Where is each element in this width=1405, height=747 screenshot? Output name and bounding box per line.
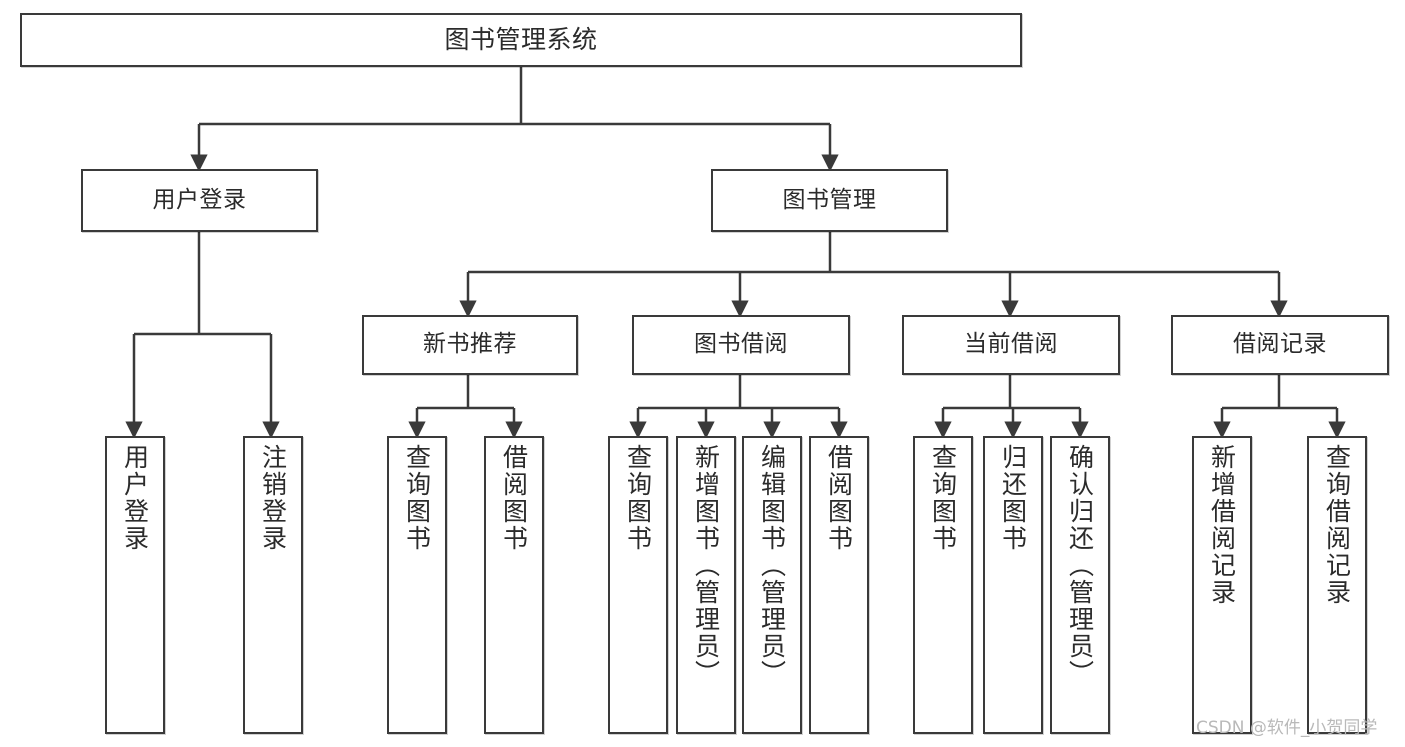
leaf-confirm-return-admin[interactable]: 确认归还（管理员） xyxy=(1050,436,1110,734)
node-label: 图书管理 xyxy=(782,186,877,213)
node-label: 编辑图书（管理员） xyxy=(757,444,787,687)
node-label: 确认归还（管理员） xyxy=(1065,444,1095,687)
leaf-user-logout[interactable]: 注销登录 xyxy=(243,436,303,734)
leaf-query-book-borrow[interactable]: 查询图书 xyxy=(608,436,668,734)
node-book-management-system[interactable]: 图书管理系统 xyxy=(20,13,1022,67)
node-book-borrow[interactable]: 图书借阅 xyxy=(632,315,850,375)
leaf-add-book-admin[interactable]: 新增图书（管理员） xyxy=(676,436,736,734)
leaf-add-borrow-record[interactable]: 新增借阅记录 xyxy=(1192,436,1252,734)
node-label: 新增借阅记录 xyxy=(1207,444,1237,606)
node-label: 查询图书 xyxy=(928,444,958,552)
node-label: 新书推荐 xyxy=(423,331,517,358)
csdn-watermark: CSDN @软件_小贺同学 xyxy=(1196,718,1378,738)
node-book-management[interactable]: 图书管理 xyxy=(711,169,948,232)
node-current-borrow[interactable]: 当前借阅 xyxy=(902,315,1120,375)
node-borrow-record[interactable]: 借阅记录 xyxy=(1171,315,1389,375)
node-label: 查询图书 xyxy=(402,444,432,552)
leaf-query-book-recommend[interactable]: 查询图书 xyxy=(387,436,447,734)
leaf-edit-book-admin[interactable]: 编辑图书（管理员） xyxy=(742,436,802,734)
node-label: 图书借阅 xyxy=(694,331,788,358)
leaf-user-login[interactable]: 用户登录 xyxy=(105,436,165,734)
node-label: 查询图书 xyxy=(623,444,653,552)
leaf-borrow-book[interactable]: 借阅图书 xyxy=(809,436,869,734)
node-new-book-recommend[interactable]: 新书推荐 xyxy=(362,315,578,375)
node-label: 借阅记录 xyxy=(1233,331,1327,358)
leaf-return-book[interactable]: 归还图书 xyxy=(983,436,1043,734)
node-label: 当前借阅 xyxy=(964,331,1058,358)
node-label: 归还图书 xyxy=(998,444,1028,552)
node-label: 用户登录 xyxy=(120,444,150,552)
node-label: 图书管理系统 xyxy=(444,25,598,55)
node-user-login[interactable]: 用户登录 xyxy=(81,169,318,232)
node-label: 新增图书（管理员） xyxy=(691,444,721,687)
leaf-query-borrow-record[interactable]: 查询借阅记录 xyxy=(1307,436,1367,734)
leaf-query-book-current[interactable]: 查询图书 xyxy=(913,436,973,734)
node-label: 注销登录 xyxy=(258,444,288,552)
node-label: 查询借阅记录 xyxy=(1322,444,1352,606)
leaf-borrow-book-recommend[interactable]: 借阅图书 xyxy=(484,436,544,734)
node-label: 用户登录 xyxy=(152,186,247,213)
node-label: 借阅图书 xyxy=(499,444,529,552)
node-label: 借阅图书 xyxy=(824,444,854,552)
